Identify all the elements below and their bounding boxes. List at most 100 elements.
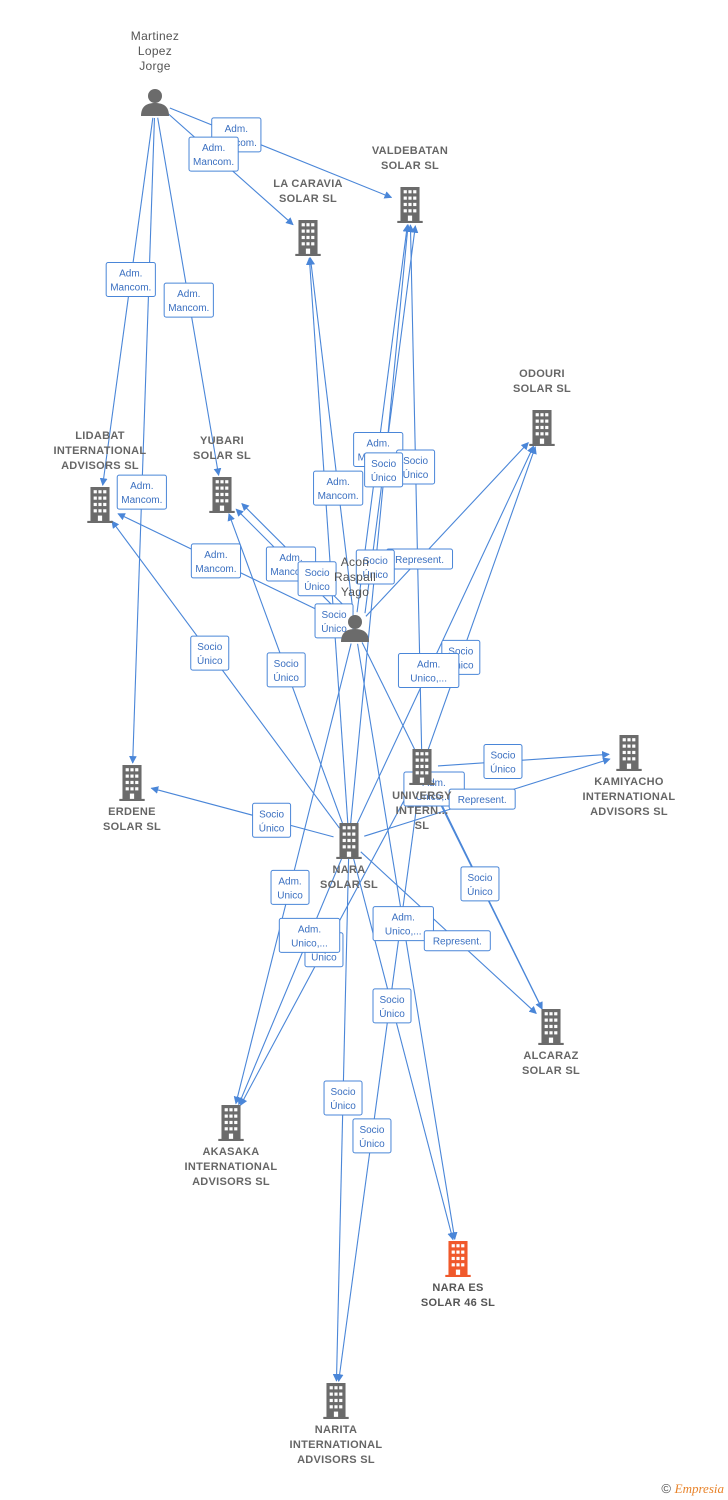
- edge-label-nara-alcaraz[interactable]: Represent.: [423, 930, 491, 952]
- edge-martinez-lidabat: [99, 117, 154, 486]
- edge-label-box: [423, 930, 491, 952]
- edge-label-martinez-erdene[interactable]: Adm.Mancom.: [116, 474, 167, 510]
- node-label-kamiyacho: ADVISORS SL: [590, 806, 668, 818]
- edge-label-text: Adm.: [204, 550, 227, 561]
- edge-label-acon-naraes[interactable]: Adm.Unico,...: [372, 906, 434, 942]
- edge-label-text: Socio: [448, 646, 473, 657]
- edge-label-text: Único: [490, 763, 516, 776]
- brand-logo[interactable]: Empresia: [674, 1481, 724, 1496]
- edge-label-text: Mancom.: [195, 564, 236, 575]
- footer-credit: © Empresia: [661, 1481, 724, 1497]
- building-icon: [323, 1383, 349, 1419]
- copyright-symbol: ©: [661, 1481, 672, 1496]
- edge-label-text: Socio: [322, 610, 347, 621]
- node-label-akasaka: INTERNATIONAL: [185, 1161, 278, 1173]
- edge-label-text: Unico,...: [291, 938, 328, 949]
- edge-label-box: [364, 452, 404, 488]
- edge-label-text: Adm.: [177, 289, 200, 300]
- edge-label-text: Socio: [379, 995, 404, 1006]
- edge-label-box: [116, 474, 167, 510]
- edge-label-text: Único: [259, 821, 285, 834]
- building-icon: [445, 1241, 471, 1277]
- node-label-kamiyacho: KAMIYACHO: [594, 776, 664, 788]
- node-label-martinez: Jorge: [139, 59, 171, 73]
- edge-label-text: Mancom.: [318, 491, 359, 502]
- edge-label-acon-lacaravia[interactable]: Adm.Mancom.: [313, 470, 364, 506]
- node-label-narita: ADVISORS SL: [297, 1454, 375, 1466]
- edge-label-text: Represent.: [458, 795, 507, 806]
- edge-label-martinez-lidabat[interactable]: Adm.Mancom.: [105, 261, 156, 297]
- node-naraes[interactable]: NARA ES SOLAR 46 SL: [421, 1241, 495, 1309]
- edge-acon-valdebatan: [364, 225, 419, 614]
- edge-label-box: [270, 869, 310, 905]
- edge-martinez-erdene: [129, 117, 156, 764]
- edge-label-text: Socio: [331, 1087, 356, 1098]
- node-lacaravia[interactable]: LA CARAVIA SOLAR SL: [273, 178, 343, 256]
- edge-acon-lacaravia: [307, 257, 354, 613]
- node-label-acon: Raspall: [334, 570, 376, 584]
- edge-univergy-odouri: [426, 446, 537, 753]
- edge-nara-narita: [332, 856, 350, 1382]
- edge-label-text: Socio: [403, 456, 428, 467]
- edge-nara-lidabat: [111, 520, 340, 829]
- edge-label-text: Adm.: [130, 481, 153, 492]
- edge-label-nara-kamiyacho[interactable]: Represent.: [448, 788, 516, 810]
- edge-label-text: Único: [330, 1099, 356, 1112]
- edge-label-acon-lidabat[interactable]: Adm. Mancom.: [190, 543, 242, 579]
- edge-nara-naraes: [352, 856, 455, 1241]
- edge-label-text: Único: [403, 468, 429, 481]
- edge-label-box: [190, 635, 230, 671]
- edge-label-martinez-yubari[interactable]: Adm.Mancom.: [163, 282, 214, 318]
- edge-label-text: Adm.: [225, 124, 248, 135]
- edge-label-nara-odouri[interactable]: Adm.Unico,...: [397, 653, 460, 689]
- edge-label-box: [372, 906, 434, 942]
- node-label-valdebatan: SOLAR SL: [381, 160, 439, 172]
- node-label-martinez: Lopez: [138, 44, 172, 58]
- edge-label-nara-akasaka[interactable]: Adm.Unico,...: [278, 917, 341, 953]
- edge-label-box: [190, 543, 242, 579]
- node-label-lacaravia: SOLAR SL: [279, 193, 337, 205]
- node-label-naraes: NARA ES: [432, 1282, 483, 1294]
- building-icon: [295, 220, 321, 256]
- edge-label-text: Único: [321, 622, 347, 635]
- edge-label-text: Unico,...: [416, 792, 453, 803]
- edge-label-box: [163, 282, 214, 318]
- edge-label-martinez-lacaravia[interactable]: Adm.Mancom.: [188, 136, 239, 172]
- node-label-akasaka: ADVISORS SL: [192, 1176, 270, 1188]
- node-label-univergy: UNIVERGY: [392, 790, 452, 802]
- edge-label-text: Único: [311, 951, 337, 964]
- node-label-lacaravia: LA CARAVIA: [273, 178, 343, 190]
- edge-univergy-kamiyacho: [437, 750, 610, 767]
- edge-label-acon-odouri[interactable]: Represent.: [386, 548, 454, 570]
- node-label-naraes: SOLAR 46 SL: [421, 1297, 495, 1309]
- edge-label-text: Mancom.: [193, 157, 234, 168]
- edge-label-acon-akasaka[interactable]: Adm.Unico: [270, 869, 310, 905]
